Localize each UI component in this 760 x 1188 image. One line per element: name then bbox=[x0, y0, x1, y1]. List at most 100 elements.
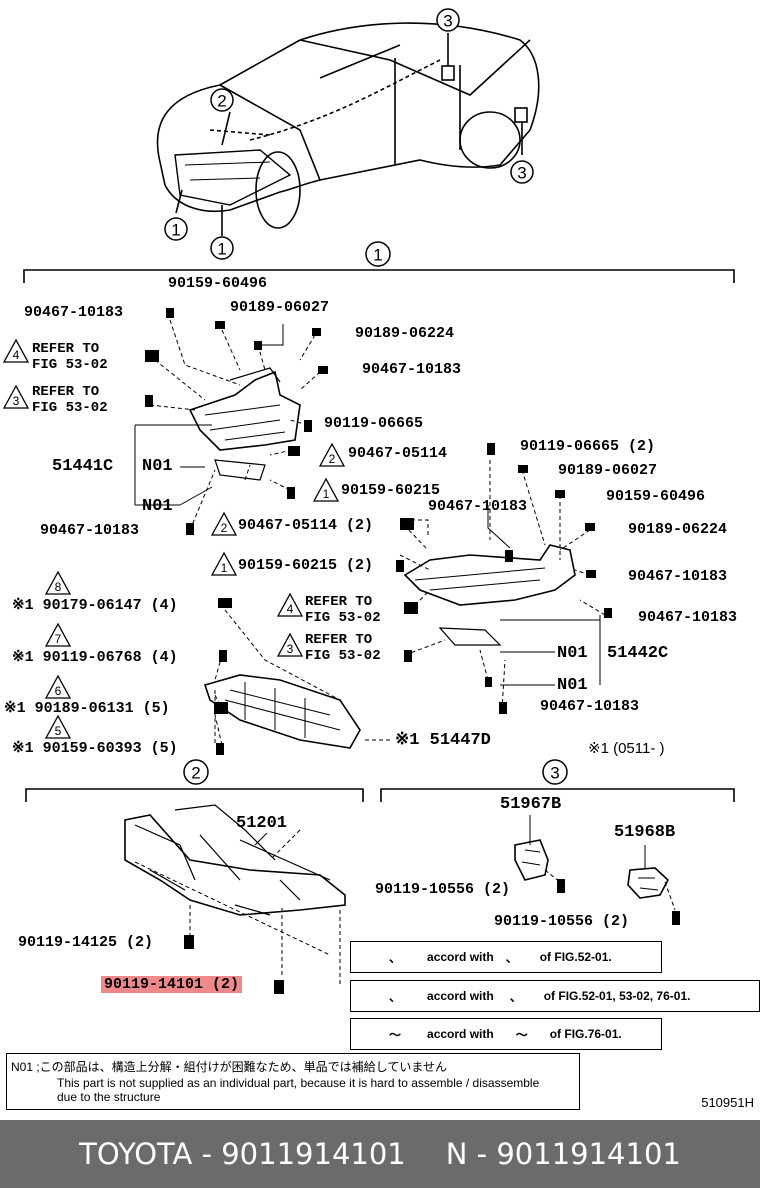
triangle-3a bbox=[2, 384, 30, 409]
callout-3-top-text: 3 bbox=[443, 12, 452, 31]
figure-number: 510951H bbox=[701, 1095, 754, 1110]
refer-label: REFER TO bbox=[305, 632, 373, 648]
part-label[interactable]: 90159-60496 bbox=[168, 275, 268, 292]
triangle-1b bbox=[210, 551, 238, 576]
n01-label: N01 bbox=[142, 457, 173, 476]
svg-text:4: 4 bbox=[287, 602, 294, 616]
part-label[interactable]: 90467-10183 bbox=[638, 609, 738, 626]
note-box-3: ～ accord with ～ of FIG.76-01. bbox=[350, 1018, 662, 1050]
part-label[interactable]: 90119-10556 (2) bbox=[375, 881, 511, 898]
part-label[interactable]: 90189-06027 bbox=[558, 462, 658, 479]
callout-3-right-text: 3 bbox=[517, 164, 526, 183]
callout-2-top bbox=[210, 88, 234, 112]
part-label[interactable]: 90467-10183 bbox=[24, 304, 124, 321]
callout-3-section bbox=[542, 759, 568, 785]
n01-label: N01 bbox=[557, 676, 588, 695]
svg-text:2: 2 bbox=[221, 521, 228, 535]
highlighted-part-label[interactable]: 90119-14101 (2) bbox=[101, 976, 243, 993]
car-outline bbox=[156, 22, 540, 212]
legend-japanese: N01 ;この部品は、構造上分解・組付けが困難なため、単品では補給していません bbox=[11, 1060, 447, 1074]
triangle-2b bbox=[210, 511, 238, 536]
note-box-1: 、 accord with 、 of FIG.52-01. bbox=[350, 941, 662, 973]
date-range-note: ※1 (0511- ) bbox=[588, 740, 665, 757]
refer-label: REFER TO bbox=[32, 341, 100, 357]
part-label[interactable]: 51442C bbox=[607, 644, 669, 663]
triangle-6 bbox=[44, 674, 72, 699]
part-label[interactable]: 90119-14125 (2) bbox=[18, 934, 154, 951]
triangle-4b bbox=[276, 592, 304, 617]
n01-label: N01 bbox=[142, 497, 173, 516]
refer-label: REFER TO bbox=[305, 594, 373, 610]
crossmember bbox=[124, 814, 346, 916]
part-label[interactable]: 90189-06224 bbox=[355, 325, 455, 342]
legend-english: This part is not supplied as an individu… bbox=[57, 1076, 540, 1104]
part-label[interactable]: ※1 90119-06768 (4) bbox=[12, 649, 178, 666]
callout-1-left bbox=[164, 217, 188, 241]
triangle-3b bbox=[276, 632, 304, 657]
part-label[interactable]: 90467-10183 bbox=[540, 698, 640, 715]
triangle-1a bbox=[312, 477, 340, 502]
callout-1-section-text: 1 bbox=[373, 246, 382, 265]
triangle-5 bbox=[44, 714, 72, 739]
part-label[interactable]: ※1 90179-06147 (4) bbox=[12, 597, 178, 614]
part-label[interactable]: 90159-60496 bbox=[606, 488, 706, 505]
callout-1-bottom bbox=[210, 236, 234, 260]
part-label[interactable]: ※1 90159-60393 (5) bbox=[12, 740, 178, 757]
part-label[interactable]: 51967B bbox=[500, 795, 562, 814]
part-label[interactable]: 90467-05114 bbox=[348, 445, 448, 462]
part-label[interactable]: 90119-06665 bbox=[324, 415, 424, 432]
part-label[interactable]: 90119-10556 (2) bbox=[494, 913, 630, 930]
left-undercover bbox=[188, 370, 301, 451]
callout-1-section bbox=[365, 241, 391, 267]
callout-1-left-text: 1 bbox=[171, 221, 180, 240]
svg-text:3: 3 bbox=[13, 394, 20, 408]
part-label[interactable]: 90189-06027 bbox=[230, 299, 330, 316]
part-label[interactable]: 51201 bbox=[236, 814, 288, 833]
n01-label: N01 bbox=[557, 644, 588, 663]
callout-2-section bbox=[183, 759, 209, 785]
svg-text:6: 6 bbox=[55, 684, 62, 698]
triangle-8 bbox=[44, 570, 72, 595]
part-label[interactable]: ※1 51447D bbox=[395, 731, 491, 750]
part-label[interactable]: 51441C bbox=[52, 457, 114, 476]
refer-fig-link[interactable]: FIG 53-02 bbox=[32, 357, 108, 373]
svg-text:4: 4 bbox=[13, 348, 20, 362]
part-label[interactable]: 90189-06224 bbox=[628, 521, 728, 538]
part-label[interactable]: 90467-10183 bbox=[428, 498, 528, 515]
refer-label: REFER TO bbox=[32, 384, 100, 400]
svg-text:1: 1 bbox=[221, 561, 228, 575]
svg-text:5: 5 bbox=[55, 724, 62, 738]
callout-1-bottom-text: 1 bbox=[217, 240, 226, 259]
footer-toyota-part: TOYOTA - 9011914101 bbox=[79, 1137, 406, 1171]
part-label[interactable]: 90159-60215 bbox=[341, 482, 441, 499]
callout-3-section-text: 3 bbox=[550, 764, 559, 783]
footer-n-part: N - 9011914101 bbox=[445, 1137, 681, 1171]
part-label[interactable]: 90467-10183 bbox=[40, 522, 140, 539]
svg-text:1: 1 bbox=[323, 487, 330, 501]
part-label[interactable]: 90119-06665 (2) bbox=[520, 438, 656, 455]
callout-3-top bbox=[436, 8, 460, 32]
svg-text:3: 3 bbox=[287, 642, 294, 656]
callout-2-top-text: 2 bbox=[217, 92, 226, 111]
refer-fig-link[interactable]: FIG 53-02 bbox=[305, 648, 381, 664]
svg-text:2: 2 bbox=[329, 452, 336, 466]
refer-fig-link[interactable]: FIG 53-02 bbox=[305, 610, 381, 626]
right-undercover bbox=[403, 544, 576, 606]
note-box-2: 、 accord with 、 of FIG.52-01, 53-02, 76-… bbox=[350, 980, 760, 1012]
part-label[interactable]: 90467-10183 bbox=[362, 361, 462, 378]
part-label[interactable]: ※1 90189-06131 (5) bbox=[4, 700, 170, 717]
footer-bar: TOYOTA - 9011914101 N - 9011914101 bbox=[0, 1120, 760, 1188]
svg-text:8: 8 bbox=[55, 580, 62, 594]
n01-legend: N01 ;この部品は、構造上分解・組付けが困難なため、単品では補給していません … bbox=[6, 1053, 580, 1110]
triangle-4a bbox=[2, 338, 30, 363]
triangle-7 bbox=[44, 622, 72, 647]
bracket-51968b bbox=[627, 867, 669, 899]
part-label[interactable]: 90467-05114 (2) bbox=[238, 517, 374, 534]
part-label[interactable]: 90467-10183 bbox=[628, 568, 728, 585]
svg-text:7: 7 bbox=[55, 632, 62, 646]
bracket-51967b bbox=[514, 839, 549, 881]
refer-fig-link[interactable]: FIG 53-02 bbox=[32, 400, 108, 416]
part-label[interactable]: 90159-60215 (2) bbox=[238, 557, 374, 574]
part-label[interactable]: 51968B bbox=[614, 823, 676, 842]
